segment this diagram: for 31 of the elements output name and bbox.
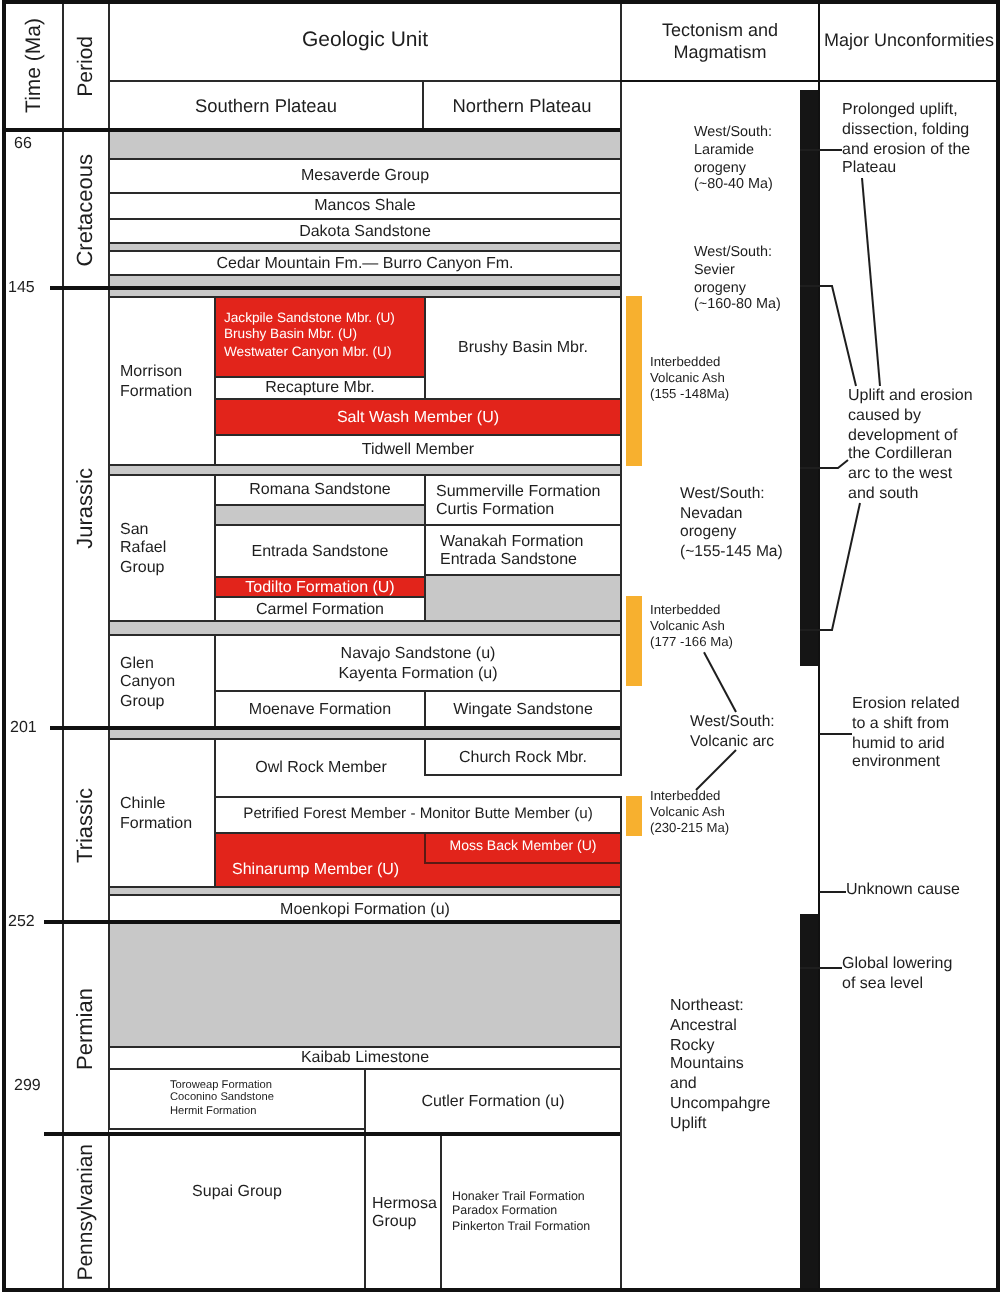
age-label: 252 xyxy=(8,912,35,932)
annotation-text: Uplift and erosion caused by development of the Cordilleran arc to the west and south xyxy=(848,386,976,503)
unit-cell: Salt Wash Member (U) xyxy=(214,398,622,436)
leader-line xyxy=(818,733,853,735)
unit-cell: Church Rock Mbr. xyxy=(424,738,622,776)
unit-cell: Todilto Formation (U) xyxy=(214,576,426,598)
leader-line xyxy=(799,502,861,631)
annotation-text: Prolonged uplift, dissection, folding and erosion of the Plateau xyxy=(842,100,990,178)
leader-line xyxy=(799,149,843,151)
leader-line xyxy=(703,651,737,713)
leader-line xyxy=(799,967,843,969)
leader-line xyxy=(861,177,881,387)
ash-range-bar xyxy=(626,596,642,686)
leader-line xyxy=(799,459,849,469)
leader-line xyxy=(695,749,737,791)
age-label: 66 xyxy=(14,134,32,154)
age-label: 201 xyxy=(10,718,37,738)
annotation-text: Global lowering of sea level xyxy=(842,954,962,993)
age-label: 299 xyxy=(14,1076,41,1096)
age-label: 145 xyxy=(8,278,35,298)
hiatus-band xyxy=(424,574,622,622)
ash-range-bar xyxy=(626,296,642,466)
ash-range-bar xyxy=(626,796,642,836)
hiatus-band xyxy=(108,922,622,1048)
annotation-text: Erosion related to a shift from humid to arid environment xyxy=(852,694,968,772)
hiatus-band xyxy=(214,504,426,526)
unit-cell: Cutler Formation (u) xyxy=(364,1068,622,1136)
annotation-text: Unknown cause xyxy=(846,880,990,900)
leader-line xyxy=(818,891,847,893)
leader-line xyxy=(799,285,857,387)
annotation-text: Northeast: Ancestral Rocky Mountains and Uncompahgre Uplift xyxy=(670,996,773,1133)
